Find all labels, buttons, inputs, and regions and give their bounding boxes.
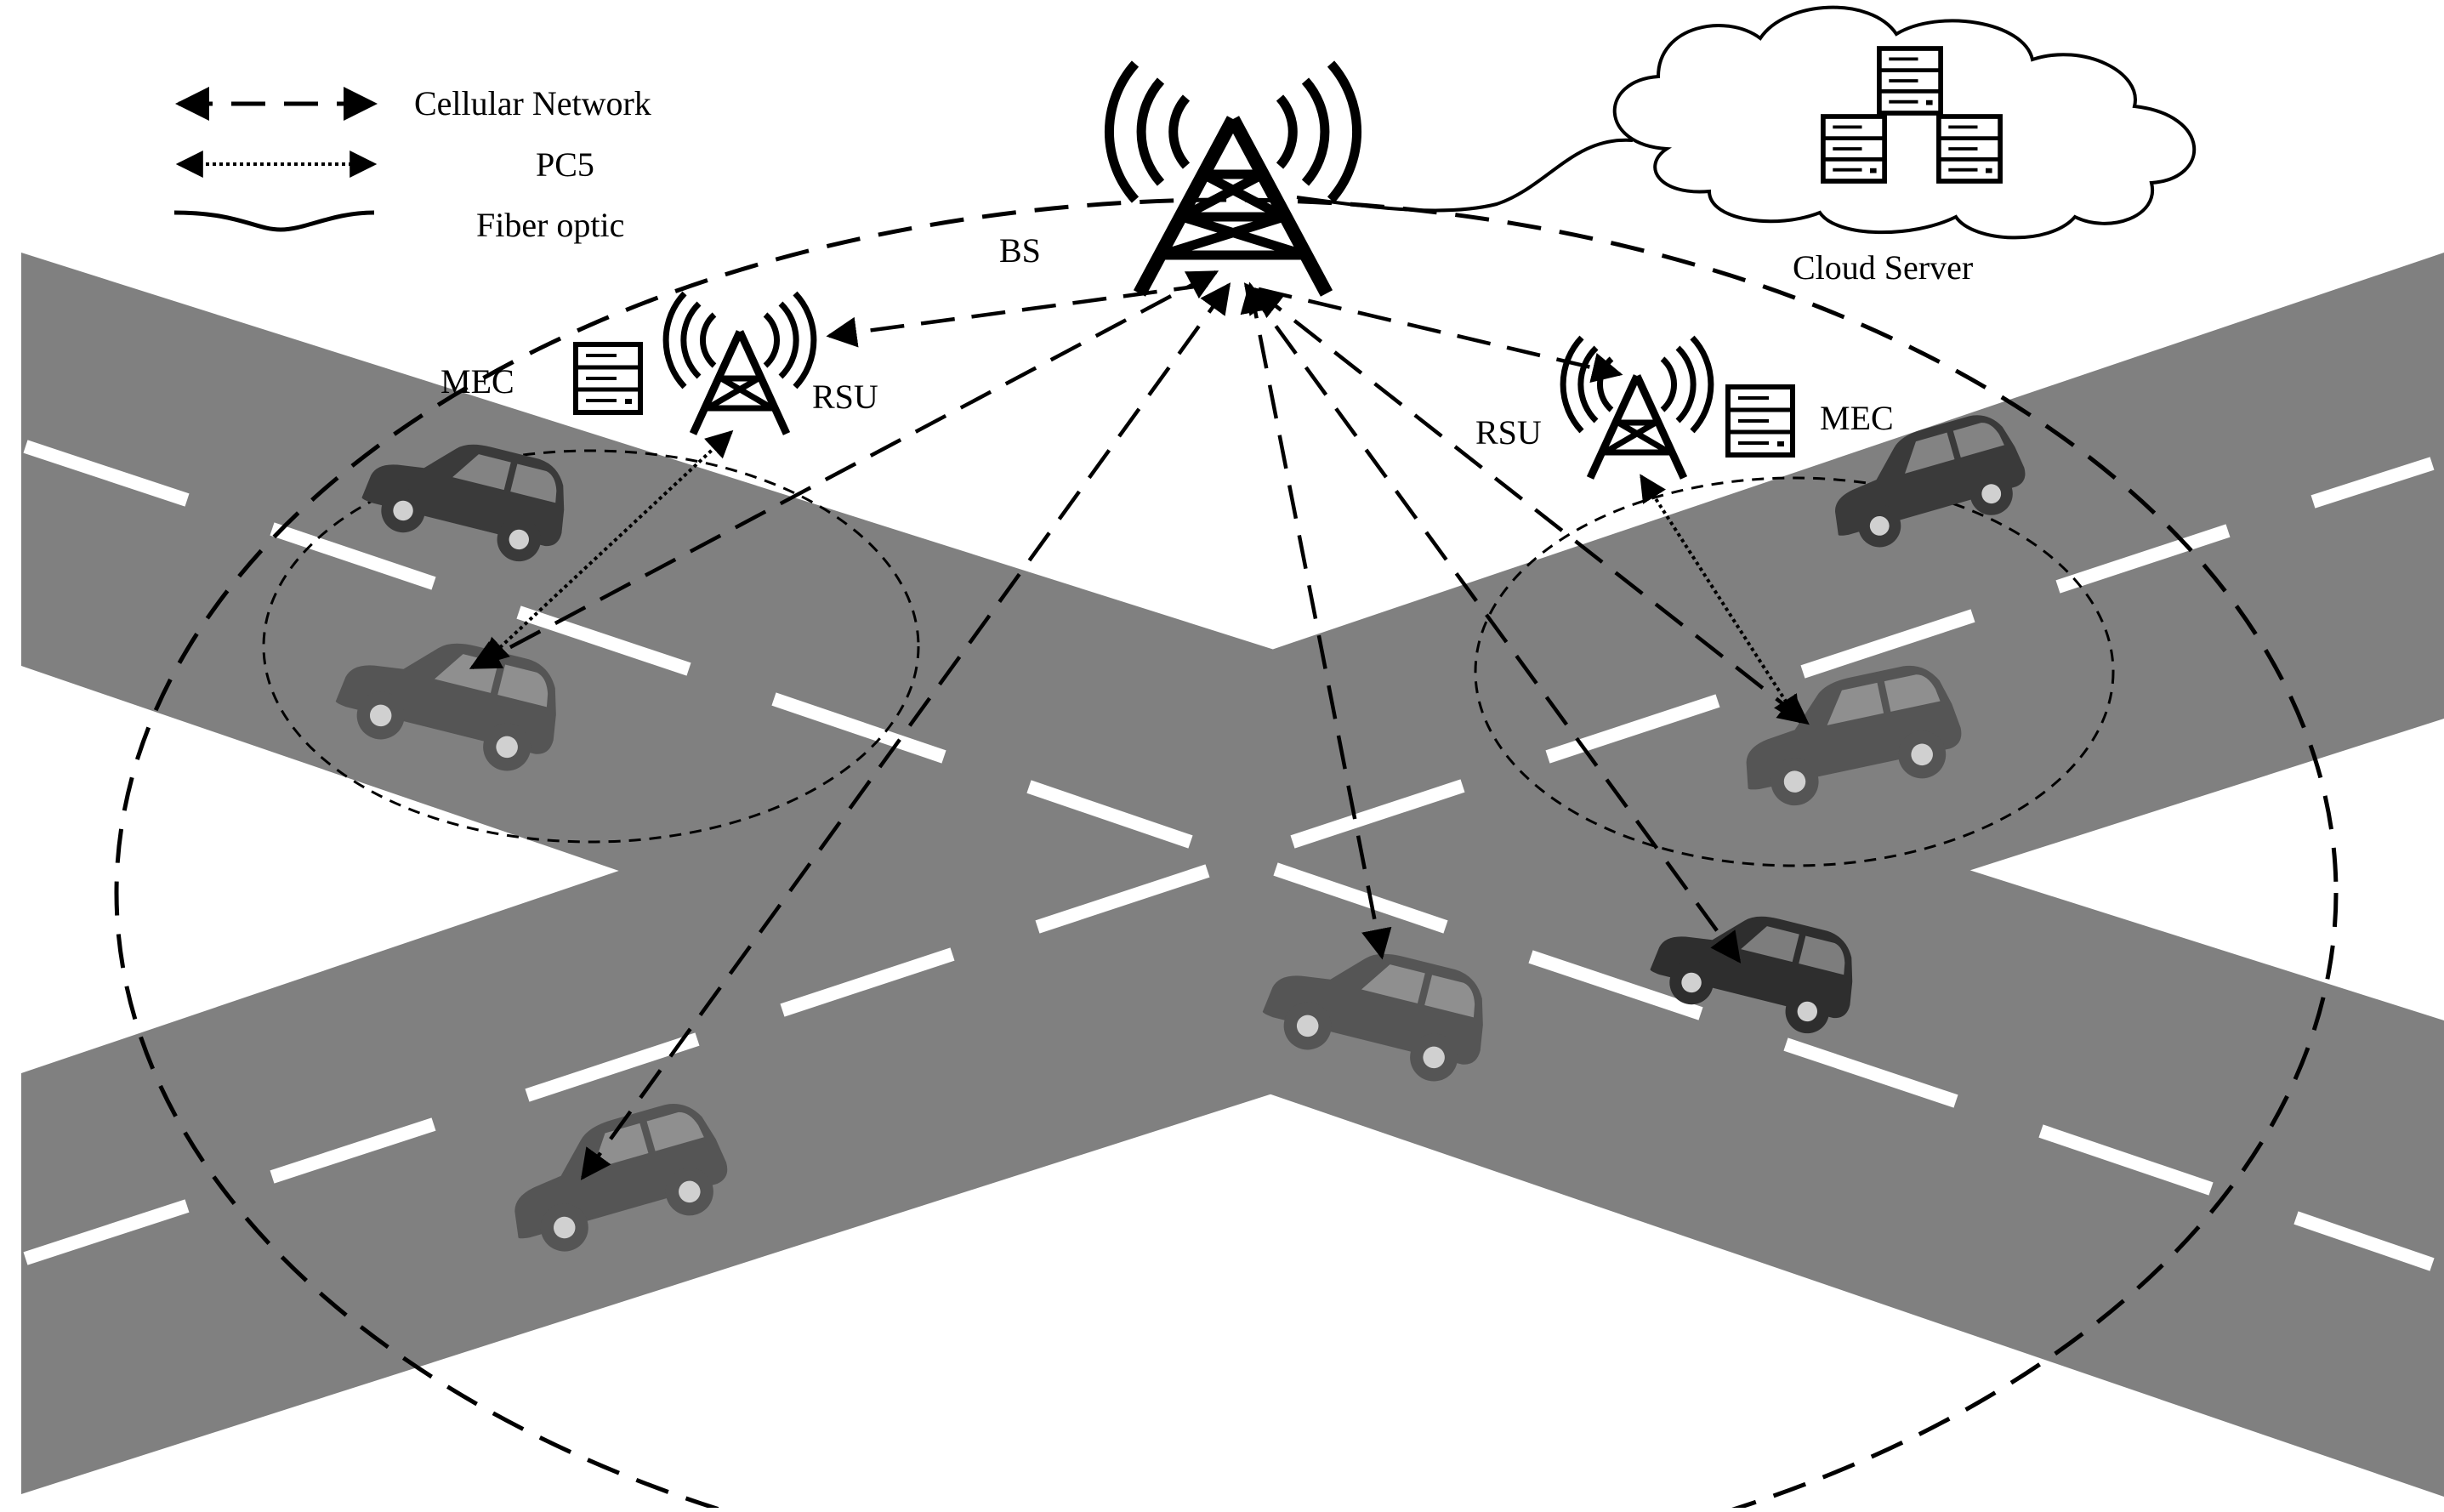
link-bs-car-bottom-left: [580, 282, 1231, 1180]
cloud-server-label: Cloud Server: [1793, 248, 1973, 287]
pc5-links: [480, 429, 1800, 724]
tower-icon: [666, 293, 814, 434]
legend-fiber-label: Fiber optic: [476, 206, 624, 244]
pc5-rsu-left-car: [480, 429, 734, 666]
fiber-link: [1296, 138, 1634, 213]
tower-icon: [1563, 338, 1711, 478]
legend-fiber-line: [173, 210, 375, 232]
roads: [21, 253, 2444, 1497]
mec-right-label: MEC: [1820, 399, 1894, 437]
legend: Cellular Network PC5 Fiber optic: [173, 84, 651, 244]
link-bs-rsu-left: [826, 282, 1208, 348]
server-icon: [1939, 117, 2000, 181]
legend-pc5-label: PC5: [536, 145, 594, 184]
rsu-right-label: RSU: [1475, 413, 1542, 452]
bs-label: BS: [999, 231, 1041, 270]
legend-cellular-label: Cellular Network: [414, 84, 651, 122]
tower-icon: [1104, 60, 1362, 297]
rsu-left-label: RSU: [812, 378, 878, 416]
mec-left-label: MEC: [440, 362, 514, 401]
pc5-rsu-right-car: [1640, 474, 1800, 724]
server-icon: [1879, 48, 1941, 113]
server-icon: [576, 344, 640, 412]
server-icon: [1823, 117, 1884, 181]
bs-coverage-circle: [114, 197, 2339, 1512]
base-station: [1104, 60, 1362, 297]
server-icon: [1728, 387, 1793, 455]
cloud-icon: [1612, 5, 2197, 240]
